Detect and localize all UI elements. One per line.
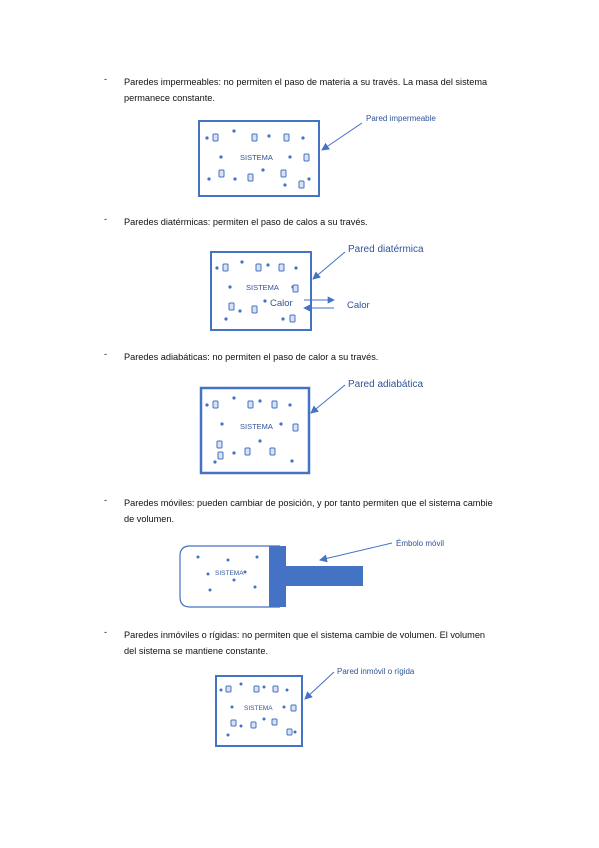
wall-label: Pared inmóvil o rígida [337,667,415,676]
molecules [212,133,310,189]
figure-rigida: SISTEMA Pared inmóvil o rígida [215,667,415,747]
figure-adiabatica: SISTEMA Pared adiabática [199,379,423,475]
bullet-text: Paredes inmóviles o rígidas: no permiten… [124,630,486,656]
system-label: SISTEMA [240,422,273,431]
system-box [210,251,312,331]
system-box [215,675,303,747]
piston-head [269,546,286,607]
particles [219,682,297,737]
bullet-text: Paredes impermeables: no permiten el pas… [124,77,488,103]
label-arrow [310,384,346,414]
figure-diatermica: SISTEMA Calor Calor Pared diatérmica [210,244,424,331]
molecules [225,685,297,736]
figure-movil: SISTEMA Émbolo móvil [179,539,444,608]
molecules [212,400,299,460]
particles [196,555,259,592]
bullet-dash: - [104,214,108,224]
bullet-text: Paredes adiabáticas: no permiten el paso… [124,352,379,362]
bullet-dash: - [104,74,108,84]
wall-label: Pared diatérmica [348,244,424,255]
bullet-text: Paredes diatérmicas: permiten el paso de… [124,217,368,227]
system-label: SISTEMA [246,283,279,292]
molecules [222,263,299,323]
bullet-text: Paredes móviles: pueden cambiar de posic… [124,498,493,524]
bullet-dash: - [104,349,108,359]
heat-inside-label: Calor [270,298,293,309]
piston-rod [286,566,363,586]
system-label: SISTEMA [215,570,244,577]
particles [205,129,311,187]
figure-impermeable: SISTEMA Pared impermeable [198,114,436,197]
system-box [199,386,311,475]
label-arrow [319,542,393,563]
wall-label: Émbolo móvil [396,539,444,548]
system-label: SISTEMA [244,705,273,712]
system-box [198,120,320,197]
bullet-dash: - [104,495,108,505]
cylinder [179,545,280,608]
wall-label: Pared impermeable [366,114,436,123]
particles [205,396,294,464]
heat-outside-label: Calor [347,300,370,311]
label-arrow [321,122,363,151]
bullet-dash: - [104,627,108,637]
label-arrow [304,671,335,700]
wall-label: Pared adiabática [348,379,423,390]
system-label: SISTEMA [240,153,273,162]
label-arrow [312,251,346,280]
particles [215,260,298,321]
